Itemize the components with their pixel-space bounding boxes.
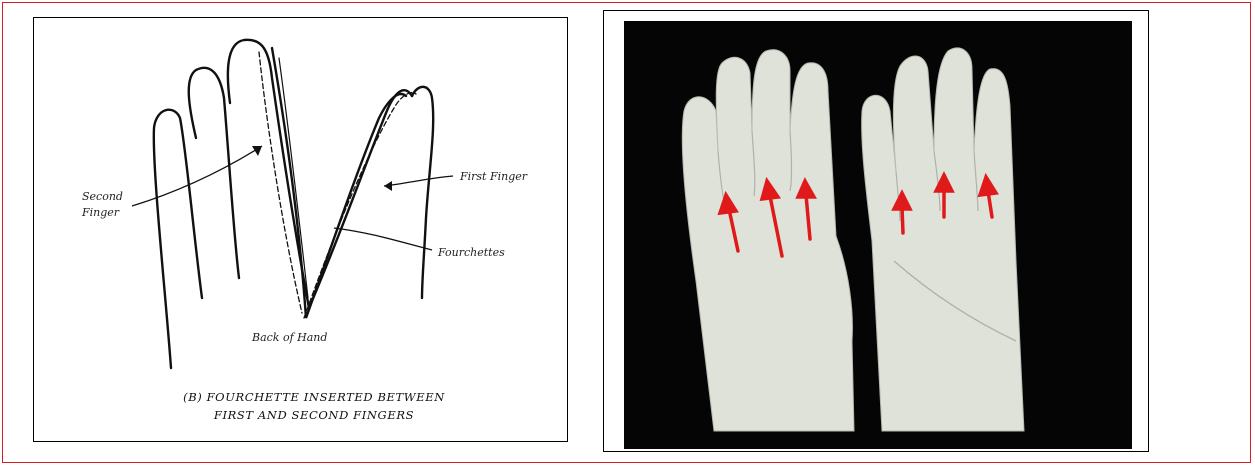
- label-fourchettes: Fourchettes: [437, 246, 505, 259]
- glove-outline: [154, 40, 433, 368]
- label-second-finger-1: Second: [82, 190, 123, 203]
- caption-line-2: FIRST AND SECOND FINGERS: [213, 408, 414, 422]
- label-back-of-hand: Back of Hand: [251, 331, 327, 344]
- left-glove: [682, 50, 854, 431]
- fourchette-strip: [259, 48, 416, 318]
- label-first-finger: First Finger: [459, 170, 528, 183]
- first-finger-arrowhead: [384, 181, 392, 191]
- caption-line-1: (B) FOURCHETTE INSERTED BETWEEN: [183, 390, 445, 404]
- diagram-panel: Second Finger First Finger Fourchettes B…: [33, 17, 568, 442]
- glove-diagram: Second Finger First Finger Fourchettes B…: [34, 18, 568, 442]
- arrow-4: [902, 207, 903, 233]
- right-glove: [862, 48, 1024, 431]
- glove-photo-drawing: [604, 11, 1149, 452]
- label-second-finger-2: Finger: [81, 206, 120, 219]
- photo-panel: [603, 10, 1149, 452]
